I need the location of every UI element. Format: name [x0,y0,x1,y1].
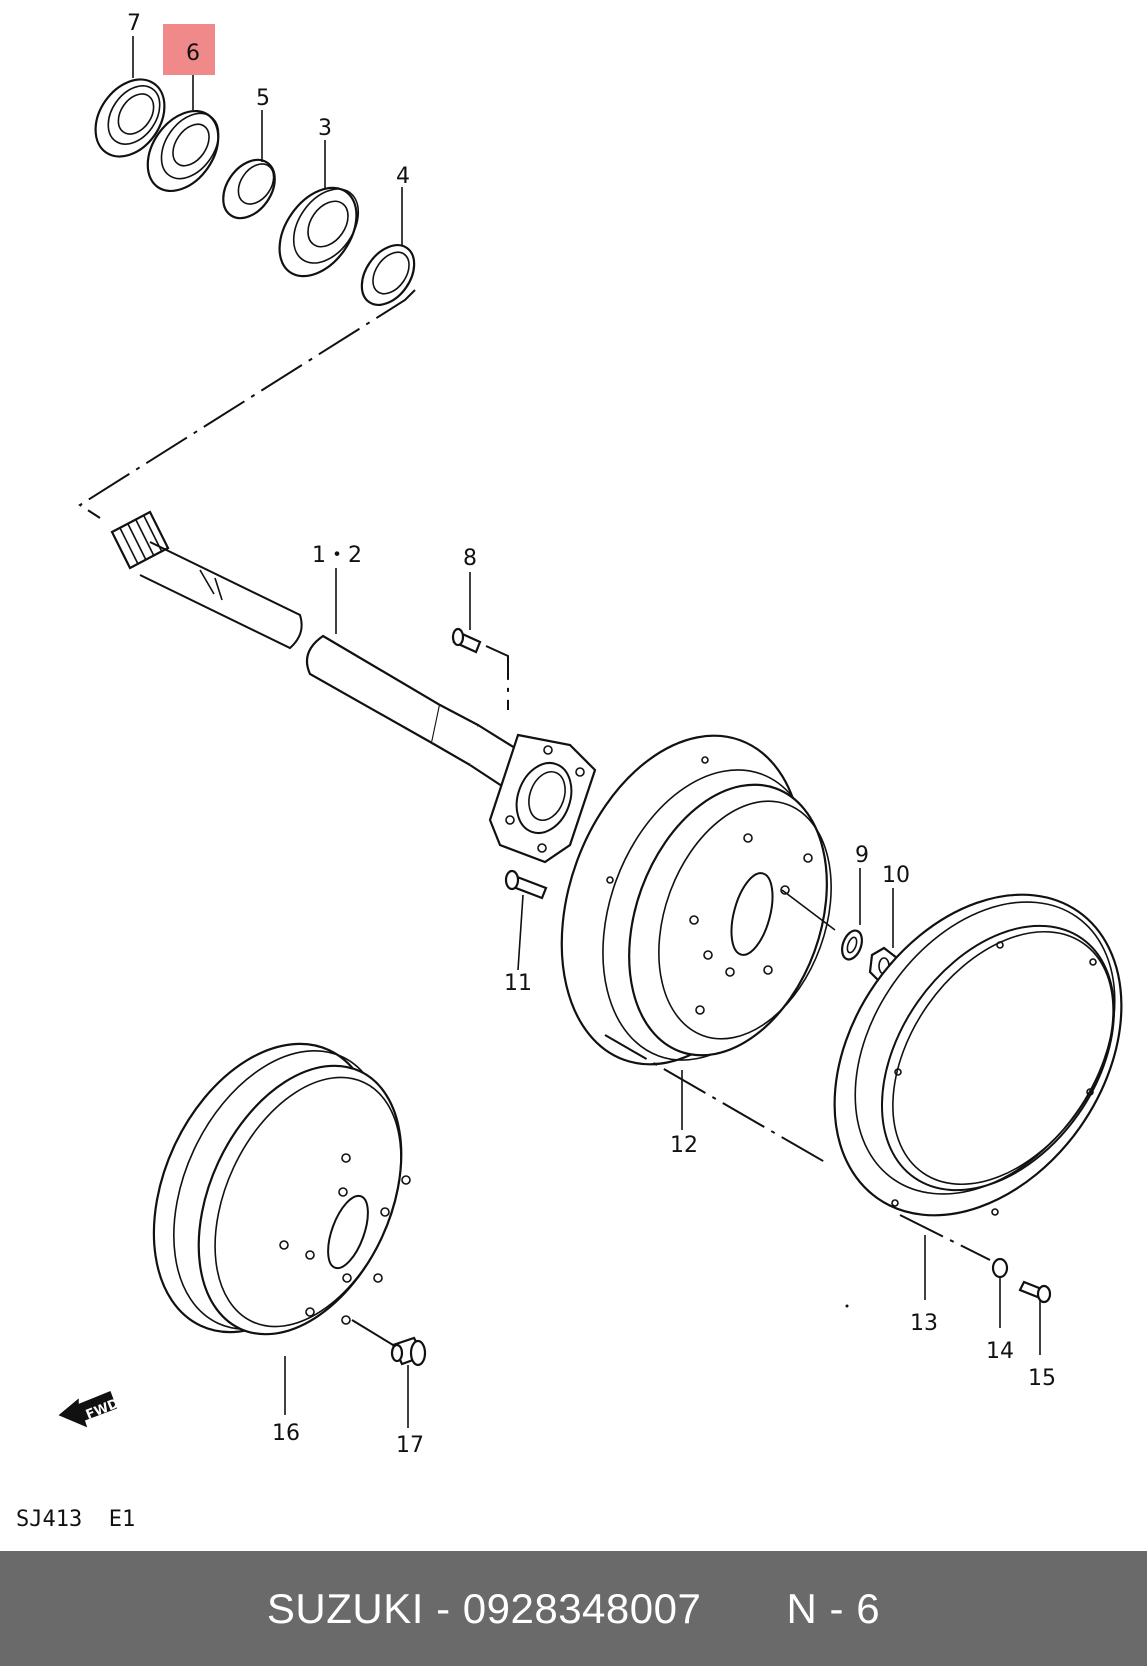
exploded-parts-diagram: FWD 7 6 5 3 4 1・2 8 9 10 11 12 13 14 15 … [16,11,1123,1532]
callout-14: 14 [986,1339,1014,1364]
callout-7: 7 [127,11,141,36]
footer-bar: SUZUKI - 0928348007 N - 6 [0,1551,1147,1666]
screw-15 [1018,1280,1052,1355]
bearing-6 [146,109,220,193]
footer-caption: SUZUKI - 0928348007 N - 6 [267,1585,880,1633]
brake-drum-16 [152,1042,411,1415]
callout-8: 8 [463,546,477,571]
bolt-11 [504,869,548,971]
callout-13: 13 [910,1311,938,1336]
assembly-line-upper [78,289,416,519]
fwd-arrow-icon: FWD [58,1391,121,1428]
callout-10: 10 [882,863,910,888]
model-code: SJ413 E1 [16,1507,135,1532]
brake-backing-plate-12 [560,734,836,1130]
bolt-8 [451,627,509,710]
seal-ring-13 [833,893,1123,1300]
callout-11: 11 [504,971,532,996]
bearing-3 [278,186,360,278]
oil-seal-7 [94,78,166,158]
callout-15: 15 [1028,1366,1056,1391]
plug-17 [390,1336,427,1428]
footer-brand: SUZUKI [266,1584,424,1632]
callout-3: 3 [318,116,332,141]
leader-lines-top [132,36,403,245]
callout-12: 12 [670,1133,698,1158]
washer-14 [991,1257,1009,1328]
callout-9: 9 [855,843,869,868]
lock-washer-9 [841,868,863,961]
callout-1-2: 1・2 [312,543,362,568]
callout-5: 5 [256,86,270,111]
footer-separator: - [423,1584,463,1632]
assembly-line-middle [604,1034,831,1166]
footer-part-number: 0928348007 [462,1584,702,1632]
callout-6: 6 [186,41,200,66]
highlight-box [163,24,215,75]
footer-ref: N - 6 [786,1584,881,1632]
axle-shaft [110,510,597,864]
seal-ring-4 [360,244,416,306]
callout-16: 16 [272,1421,300,1446]
callout-4: 4 [396,164,410,189]
spacer-5 [222,158,276,220]
footer-gap [701,1585,786,1632]
callout-17: 17 [396,1433,424,1458]
